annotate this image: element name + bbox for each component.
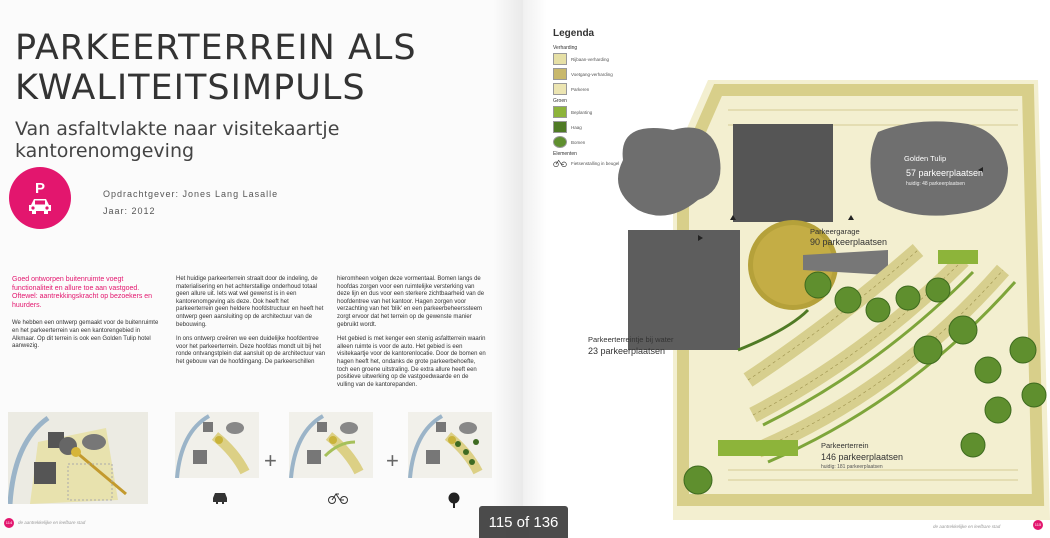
footer-text: de aantrekkelijke en leefbare stad bbox=[933, 524, 1001, 529]
legend-item: Parkeren bbox=[553, 83, 663, 95]
year-line: Jaar: 2012 bbox=[103, 206, 156, 216]
text-column-1: Goed ontworpen buitenruimte voegt functi… bbox=[12, 276, 160, 358]
map-label-water: Parkeerterreintje bij water bbox=[588, 335, 674, 344]
left-page: PARKEERTERREIN ALS KWALITEITSIMPULS Van … bbox=[0, 0, 523, 538]
legend-group-title: Elementen bbox=[553, 151, 577, 157]
legend-swatch bbox=[553, 121, 567, 133]
step-2-diagram bbox=[289, 412, 373, 478]
legend-swatch bbox=[553, 136, 567, 148]
legend: Legenda Verharding Rijbaan-verharding Vo… bbox=[553, 28, 663, 170]
map-label-golden-tulip: Golden Tulip bbox=[904, 154, 946, 163]
paragraph: In ons ontwerp creëren we een duidelijke… bbox=[176, 336, 326, 365]
page-subtitle: Van asfaltvlakte naar visitekaartje kant… bbox=[15, 118, 340, 162]
legend-swatch bbox=[553, 83, 567, 95]
existing-situation-diagram bbox=[8, 412, 148, 504]
legend-item: Voetgang-verharding bbox=[553, 68, 663, 80]
step-1-diagram bbox=[175, 412, 259, 478]
legend-label: Parkeren bbox=[571, 86, 590, 92]
legend-label: Fietsenstalling in beugel bbox=[571, 160, 620, 166]
legend-title: Legenda bbox=[553, 28, 595, 39]
client-line: Opdrachtgever: Jones Lang Lasalle bbox=[103, 189, 279, 199]
legend-label: Bomen bbox=[571, 139, 586, 145]
map-label-main: Parkeerterrein bbox=[821, 441, 869, 450]
car-icon bbox=[213, 493, 227, 504]
page-number-badge: 115 bbox=[1033, 520, 1043, 530]
paragraph: hieromheen volgen deze vormentaal. Bomen… bbox=[337, 276, 485, 328]
map-label-golden-tulip-places: 57 parkeerplaatsen bbox=[906, 168, 983, 178]
legend-group-title: Groen bbox=[553, 98, 567, 104]
right-page: Legenda Verharding Rijbaan-verharding Vo… bbox=[523, 0, 1050, 538]
legend-swatch bbox=[553, 53, 567, 65]
page-number-badge: 114 bbox=[4, 518, 14, 528]
bicycle-icon bbox=[328, 493, 348, 504]
title-line-1: PARKEERTERREIN ALS bbox=[15, 28, 417, 68]
paragraph: We hebben een ontwerp gemaakt voor de bu… bbox=[12, 320, 159, 350]
paragraph: Het gebied is met kenger een stenig asfa… bbox=[337, 336, 486, 388]
legend-label: Haag bbox=[571, 124, 582, 130]
gutter-shadow bbox=[523, 0, 547, 538]
bicycle-icon bbox=[553, 159, 567, 167]
legend-item: Fietsenstalling in beugel bbox=[553, 159, 663, 167]
page-counter: 115 of 136 bbox=[479, 506, 568, 538]
gutter-shadow bbox=[493, 0, 523, 538]
legend-group-title: Verharding bbox=[553, 45, 578, 51]
site-plan-map: Golden Tulip 57 parkeerplaatsen huidig: … bbox=[588, 80, 1050, 520]
legend-item: Bomen bbox=[553, 136, 663, 148]
map-label-main-places: 146 parkeerplaatsen bbox=[821, 452, 903, 462]
footer-text: de aantrekkelijke en leefbare stad bbox=[18, 520, 86, 525]
legend-swatch bbox=[553, 106, 567, 118]
title-line-2: KWALITEITSIMPULS bbox=[15, 68, 366, 108]
legend-label: Rijbaan-verharding bbox=[571, 56, 610, 62]
car-icon bbox=[29, 199, 51, 214]
parking-pictogram: P bbox=[9, 167, 71, 229]
legend-swatch bbox=[553, 68, 567, 80]
legend-label: Beplanting bbox=[571, 109, 593, 115]
map-label-garage: Parkeergarage bbox=[810, 227, 860, 236]
map-label-main-note: huidig: 181 parkeerplaatsen bbox=[821, 464, 883, 470]
step-3-diagram bbox=[408, 412, 492, 478]
left-footer: 114 de aantrekkelijke en leefbare stad bbox=[0, 516, 523, 530]
tree-icon bbox=[448, 492, 460, 508]
text-column-2: Het huidige parkeerterrein straalt door … bbox=[176, 276, 326, 374]
plus-sign: + bbox=[264, 448, 277, 473]
page-title: PARKEERTERREIN ALS KWALITEITSIMPULS bbox=[15, 28, 417, 108]
legend-item: Rijbaan-verharding bbox=[553, 53, 663, 65]
legend-item: Haag bbox=[553, 121, 663, 133]
map-label-garage-places: 90 parkeerplaatsen bbox=[810, 237, 887, 247]
legend-label: Voetgang-verharding bbox=[571, 71, 613, 77]
legend-item: Beplanting bbox=[553, 106, 663, 118]
lead-text: Goed ontworpen buitenruimte voegt functi… bbox=[12, 276, 153, 309]
paragraph: Het huidige parkeerterrein straalt door … bbox=[176, 276, 324, 328]
plus-sign: + bbox=[386, 448, 399, 473]
parking-letter: P bbox=[34, 180, 45, 197]
map-label-golden-tulip-note: huidig: 48 parkeerplaatsen bbox=[906, 181, 965, 187]
map-label-water-places: 23 parkeerplaatsen bbox=[588, 346, 665, 356]
text-column-3: hieromheen volgen deze vormentaal. Bomen… bbox=[337, 276, 487, 396]
